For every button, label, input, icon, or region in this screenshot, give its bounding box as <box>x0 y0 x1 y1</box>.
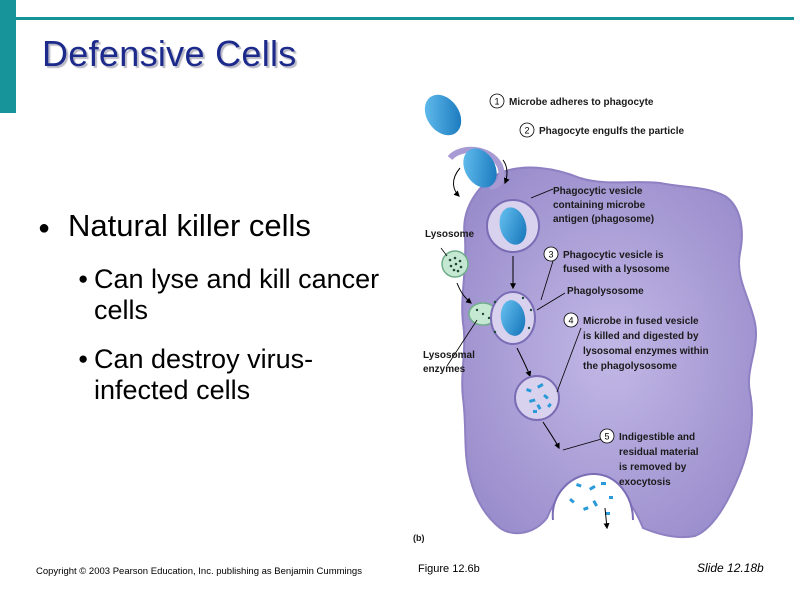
step-4-line-1: Microbe in fused vesicle <box>583 316 699 327</box>
step-4-line-2: is killed and digested by <box>583 331 699 342</box>
step-4-number: 4 <box>569 316 574 326</box>
arrow-to-digestion <box>516 347 532 378</box>
step-2-number: 2 <box>525 126 530 136</box>
copyright-notice: Copyright © 2003 Pearson Education, Inc.… <box>36 566 362 577</box>
arrow-to-exocytosis <box>542 421 560 450</box>
step-1-text: Microbe adheres to phagocyte <box>509 97 654 108</box>
panel-label: (b) <box>413 533 425 543</box>
step-1-number: 1 <box>495 97 500 107</box>
phagolysosome-label: Phagolysosome <box>567 286 644 297</box>
step-5-marker <box>599 428 615 444</box>
slide-number: Slide 12.18b <box>697 561 764 575</box>
bullet-marker: ● <box>78 269 89 288</box>
top-rule <box>16 17 794 20</box>
step-3-line-2: fused with a lysosome <box>563 264 670 275</box>
phagosome-label-3: antigen (phagosome) <box>553 214 654 225</box>
enzyme-dots-fusion <box>475 296 533 334</box>
bullet-natural-killer: ● Natural killer cells <box>38 206 398 246</box>
arrow-exocytosis-out <box>603 507 610 530</box>
enzymes-label-2: enzymes <box>423 364 466 375</box>
figure-reference: Figure 12.6b <box>418 563 480 575</box>
engulf-arrow-left <box>453 167 461 197</box>
step-5-line-3: is removed by <box>619 462 687 473</box>
enzymes-label-1: Lysosomal <box>423 350 475 361</box>
microbe-free <box>424 94 462 136</box>
accent-bar <box>0 0 16 113</box>
sub-bullet-virus: ● Can destroy virus-infected cells <box>78 344 394 406</box>
engulf-arrow-right <box>502 159 510 185</box>
step-4-line-3: lysosomal enzymes within <box>583 346 709 357</box>
step-5-number: 5 <box>605 432 610 442</box>
step-4-marker <box>563 312 579 328</box>
expelled-fragments <box>569 482 613 515</box>
step-5-line-4: exocytosis <box>619 477 671 488</box>
sub-bullet-text: Can destroy virus-infected cells <box>94 344 314 405</box>
step-markers: 1 2 3 4 5 <box>489 93 615 444</box>
sub-bullet-text: Can lyse and kill cancer cells <box>94 264 380 325</box>
step-4-line-4: the phagolysosome <box>583 361 677 372</box>
lysosome-label: Lysosome <box>425 229 475 240</box>
exocytosis-opening <box>551 472 634 521</box>
arrow-lysosome-to-fusion <box>456 282 472 304</box>
phagosome-label-2: containing microbe <box>553 200 646 211</box>
step-3-line-1: Phagocytic vesicle is <box>563 250 664 261</box>
step-3-number: 3 <box>549 250 554 260</box>
digested-fragments <box>525 383 552 413</box>
step-5-line-2: residual material <box>619 447 699 458</box>
lysosome-enzyme-dots <box>448 256 463 273</box>
phagocyte-cell <box>461 166 757 539</box>
bullet-marker: ● <box>78 349 89 368</box>
step-3-marker <box>543 246 559 262</box>
slide-title: Defensive Cells <box>42 33 297 74</box>
step-1-marker <box>489 93 505 109</box>
step-5-line-1: Indigestible and <box>619 432 695 443</box>
step-2-marker <box>519 122 535 138</box>
phagosome-label-1: Phagocytic vesicle <box>553 186 643 197</box>
leader-lines <box>440 188 606 451</box>
phagocytosis-diagram: 1 2 3 4 5 Microbe adheres to phagocyte P… <box>413 93 757 543</box>
step-2-text: Phagocyte engulfs the particle <box>539 126 684 137</box>
digestion-vesicle <box>514 375 560 421</box>
sub-bullet-cancer: ● Can lyse and kill cancer cells <box>78 264 394 326</box>
microbe-phagosome <box>499 207 527 245</box>
microbe-fusing <box>500 300 526 336</box>
bullet-text: Natural killer cells <box>68 208 311 243</box>
phagocyte-pseudopod <box>447 146 505 190</box>
bullet-marker: ● <box>38 217 51 239</box>
bullet-list: ● Natural killer cells ● Can lyse and ki… <box>38 206 398 406</box>
microbe-adhered <box>463 148 497 188</box>
